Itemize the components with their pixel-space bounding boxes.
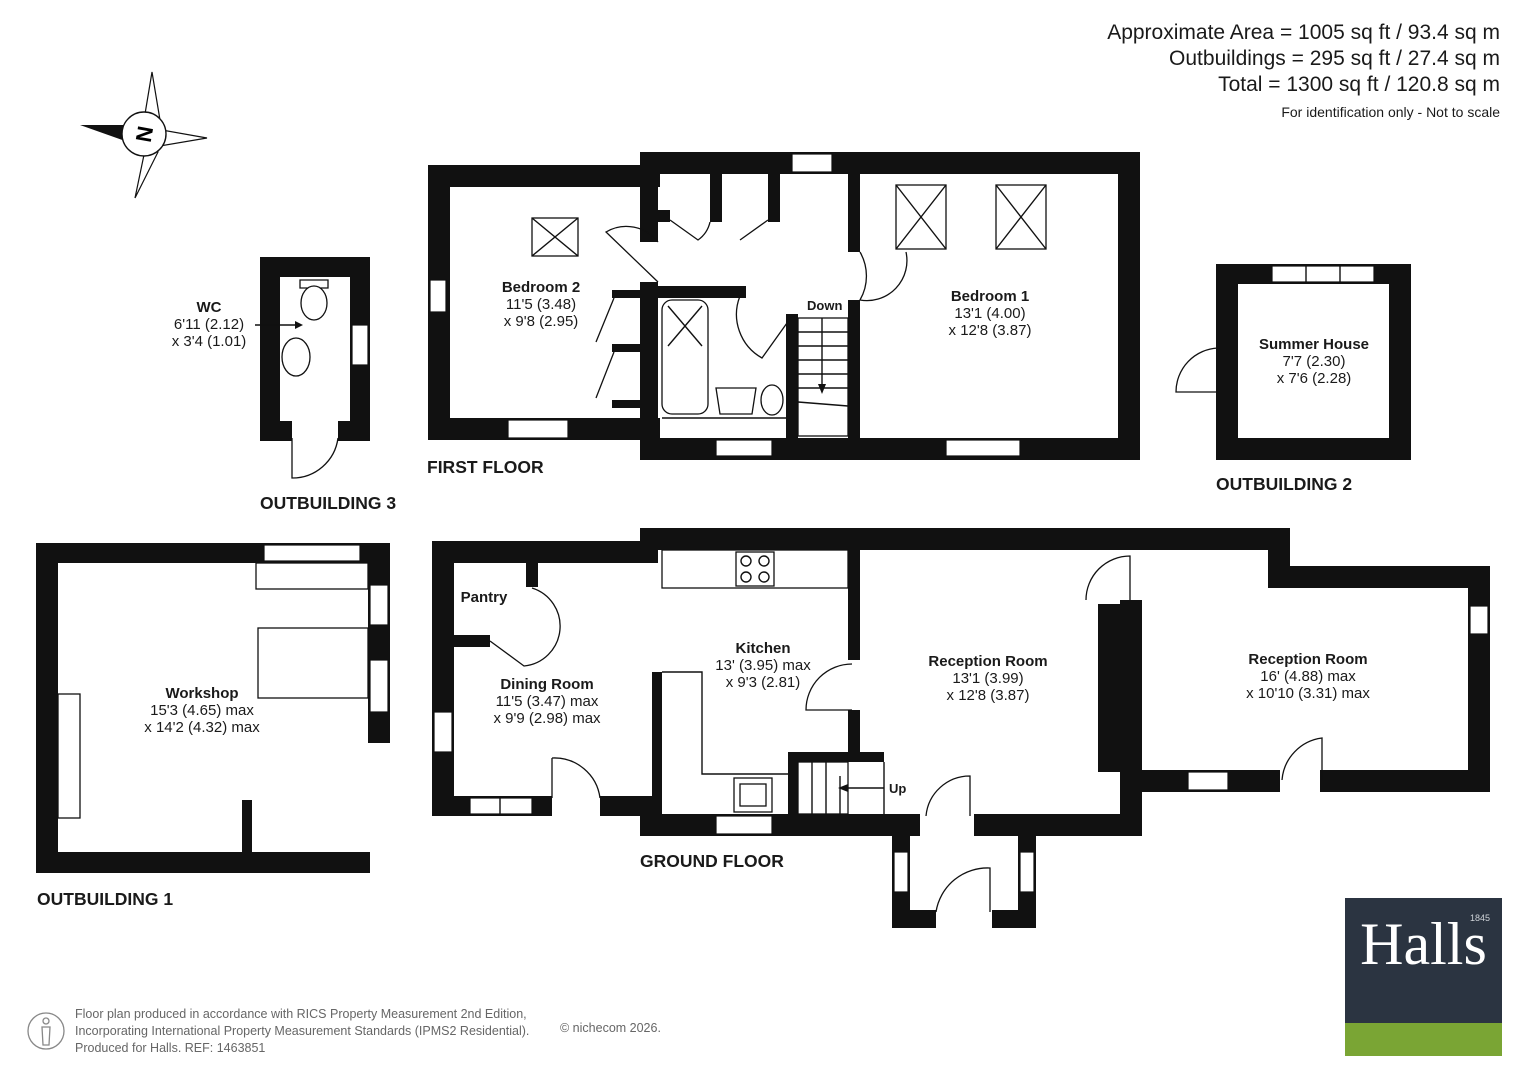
room-name: Reception Room bbox=[928, 653, 1048, 670]
room-wc: WC 6'11 (2.12) x 3'4 (1.01) bbox=[172, 299, 247, 350]
room-dimension: 13'1 (4.00) bbox=[954, 305, 1026, 322]
halls-logo: 1845 Halls bbox=[1345, 898, 1502, 1056]
ground-floor-label: GROUND FLOOR bbox=[640, 851, 784, 871]
room-name: Workshop bbox=[165, 685, 239, 702]
compass-letter: N bbox=[131, 124, 158, 144]
outbuilding-2-walls bbox=[1175, 264, 1411, 460]
first-floor-walls bbox=[428, 152, 1140, 460]
room-dimension: 6'11 (2.12) bbox=[173, 316, 245, 333]
room-kitchen: Kitchen 13' (3.95) max x 9'3 (2.81) bbox=[715, 640, 810, 691]
footer-notes: Floor plan produced in accordance with R… bbox=[75, 1006, 529, 1057]
room-name: Kitchen bbox=[735, 640, 791, 657]
room-dimension: x 12'8 (3.87) bbox=[948, 322, 1032, 339]
room-dimension: x 9'9 (2.98) max bbox=[493, 710, 601, 727]
room-workshop: Workshop 15'3 (4.65) max x 14'2 (4.32) m… bbox=[144, 685, 259, 736]
logo-green-bar bbox=[1345, 1023, 1502, 1056]
footer-line: Floor plan produced in accordance with R… bbox=[75, 1007, 527, 1021]
room-dimension: 11'5 (3.47) max bbox=[495, 693, 599, 710]
outbuilding-3-label: OUTBUILDING 3 bbox=[260, 493, 397, 513]
room-dimension: x 9'8 (2.95) bbox=[503, 313, 579, 330]
room-dimension: x 9'3 (2.81) bbox=[725, 674, 801, 691]
outbuilding-1-walls bbox=[36, 543, 390, 873]
room-dimension: 13' (3.95) max bbox=[715, 657, 811, 674]
room-pantry: Pantry bbox=[461, 589, 508, 606]
room-name: Bedroom 1 bbox=[950, 288, 1030, 305]
room-dimension: 7'7 (2.30) bbox=[1282, 353, 1346, 370]
stairs-up-label: Up bbox=[889, 781, 907, 796]
room-dimension: x 12'8 (3.87) bbox=[946, 687, 1030, 704]
room-name: Reception Room bbox=[1248, 651, 1368, 668]
stairs-down-label: Down bbox=[807, 298, 843, 313]
room-summer-house: Summer House 7'7 (2.30) x 7'6 (2.28) bbox=[1259, 336, 1369, 387]
room-dimension: x 7'6 (2.28) bbox=[1276, 370, 1352, 387]
logo-word: Halls bbox=[1360, 911, 1487, 977]
room-dimension: 11'5 (3.48) bbox=[505, 296, 577, 313]
outbuildings-area-text: Outbuildings = 295 sq ft / 27.4 sq m bbox=[1169, 47, 1500, 70]
total-area-text: Total = 1300 sq ft / 120.8 sq m bbox=[1218, 73, 1500, 96]
room-dimension: 13'1 (3.99) bbox=[952, 670, 1024, 687]
outbuilding-1-label: OUTBUILDING 1 bbox=[37, 889, 174, 909]
room-dimension: x 10'10 (3.31) max bbox=[1246, 685, 1370, 702]
room-name: WC bbox=[196, 299, 222, 316]
measurement-person-icon bbox=[27, 1012, 65, 1050]
room-dimension: x 3'4 (1.01) bbox=[171, 333, 247, 350]
approx-area-text: Approximate Area = 1005 sq ft / 93.4 sq … bbox=[1107, 21, 1500, 44]
outbuilding-3-walls bbox=[255, 257, 370, 479]
outbuilding-2-label: OUTBUILDING 2 bbox=[1216, 474, 1353, 494]
room-dimension: 15'3 (4.65) max bbox=[150, 702, 254, 719]
compass-rose-icon: N bbox=[80, 71, 208, 199]
room-reception-2: Reception Room 16' (4.88) max x 10'10 (3… bbox=[1246, 651, 1370, 702]
room-name: Pantry bbox=[460, 589, 508, 606]
room-name: Dining Room bbox=[500, 676, 594, 693]
room-bedroom-2: Bedroom 2 11'5 (3.48) x 9'8 (2.95) bbox=[502, 279, 580, 330]
first-floor-label: FIRST FLOOR bbox=[427, 457, 544, 477]
footer-line: Incorporating International Property Mea… bbox=[75, 1024, 530, 1038]
room-dimension: 16' (4.88) max bbox=[1260, 668, 1356, 685]
identification-note: For identification only - Not to scale bbox=[1281, 104, 1500, 120]
room-name: Summer House bbox=[1258, 336, 1370, 353]
copyright-text: © nichecom 2026. bbox=[560, 1021, 661, 1035]
footer-line: Produced for Halls. REF: 1463851 bbox=[75, 1041, 266, 1055]
room-name: Bedroom 2 bbox=[501, 279, 581, 296]
room-dimension: x 14'2 (4.32) max bbox=[144, 719, 260, 736]
room-bedroom-1: Bedroom 1 13'1 (4.00) x 12'8 (3.87) bbox=[949, 288, 1032, 339]
room-reception-1: Reception Room 13'1 (3.99) x 12'8 (3.87) bbox=[928, 653, 1047, 704]
logo-year: 1845 bbox=[1469, 913, 1490, 923]
ground-floor-walls bbox=[432, 528, 1490, 928]
room-dining: Dining Room 11'5 (3.47) max x 9'9 (2.98)… bbox=[493, 676, 600, 727]
